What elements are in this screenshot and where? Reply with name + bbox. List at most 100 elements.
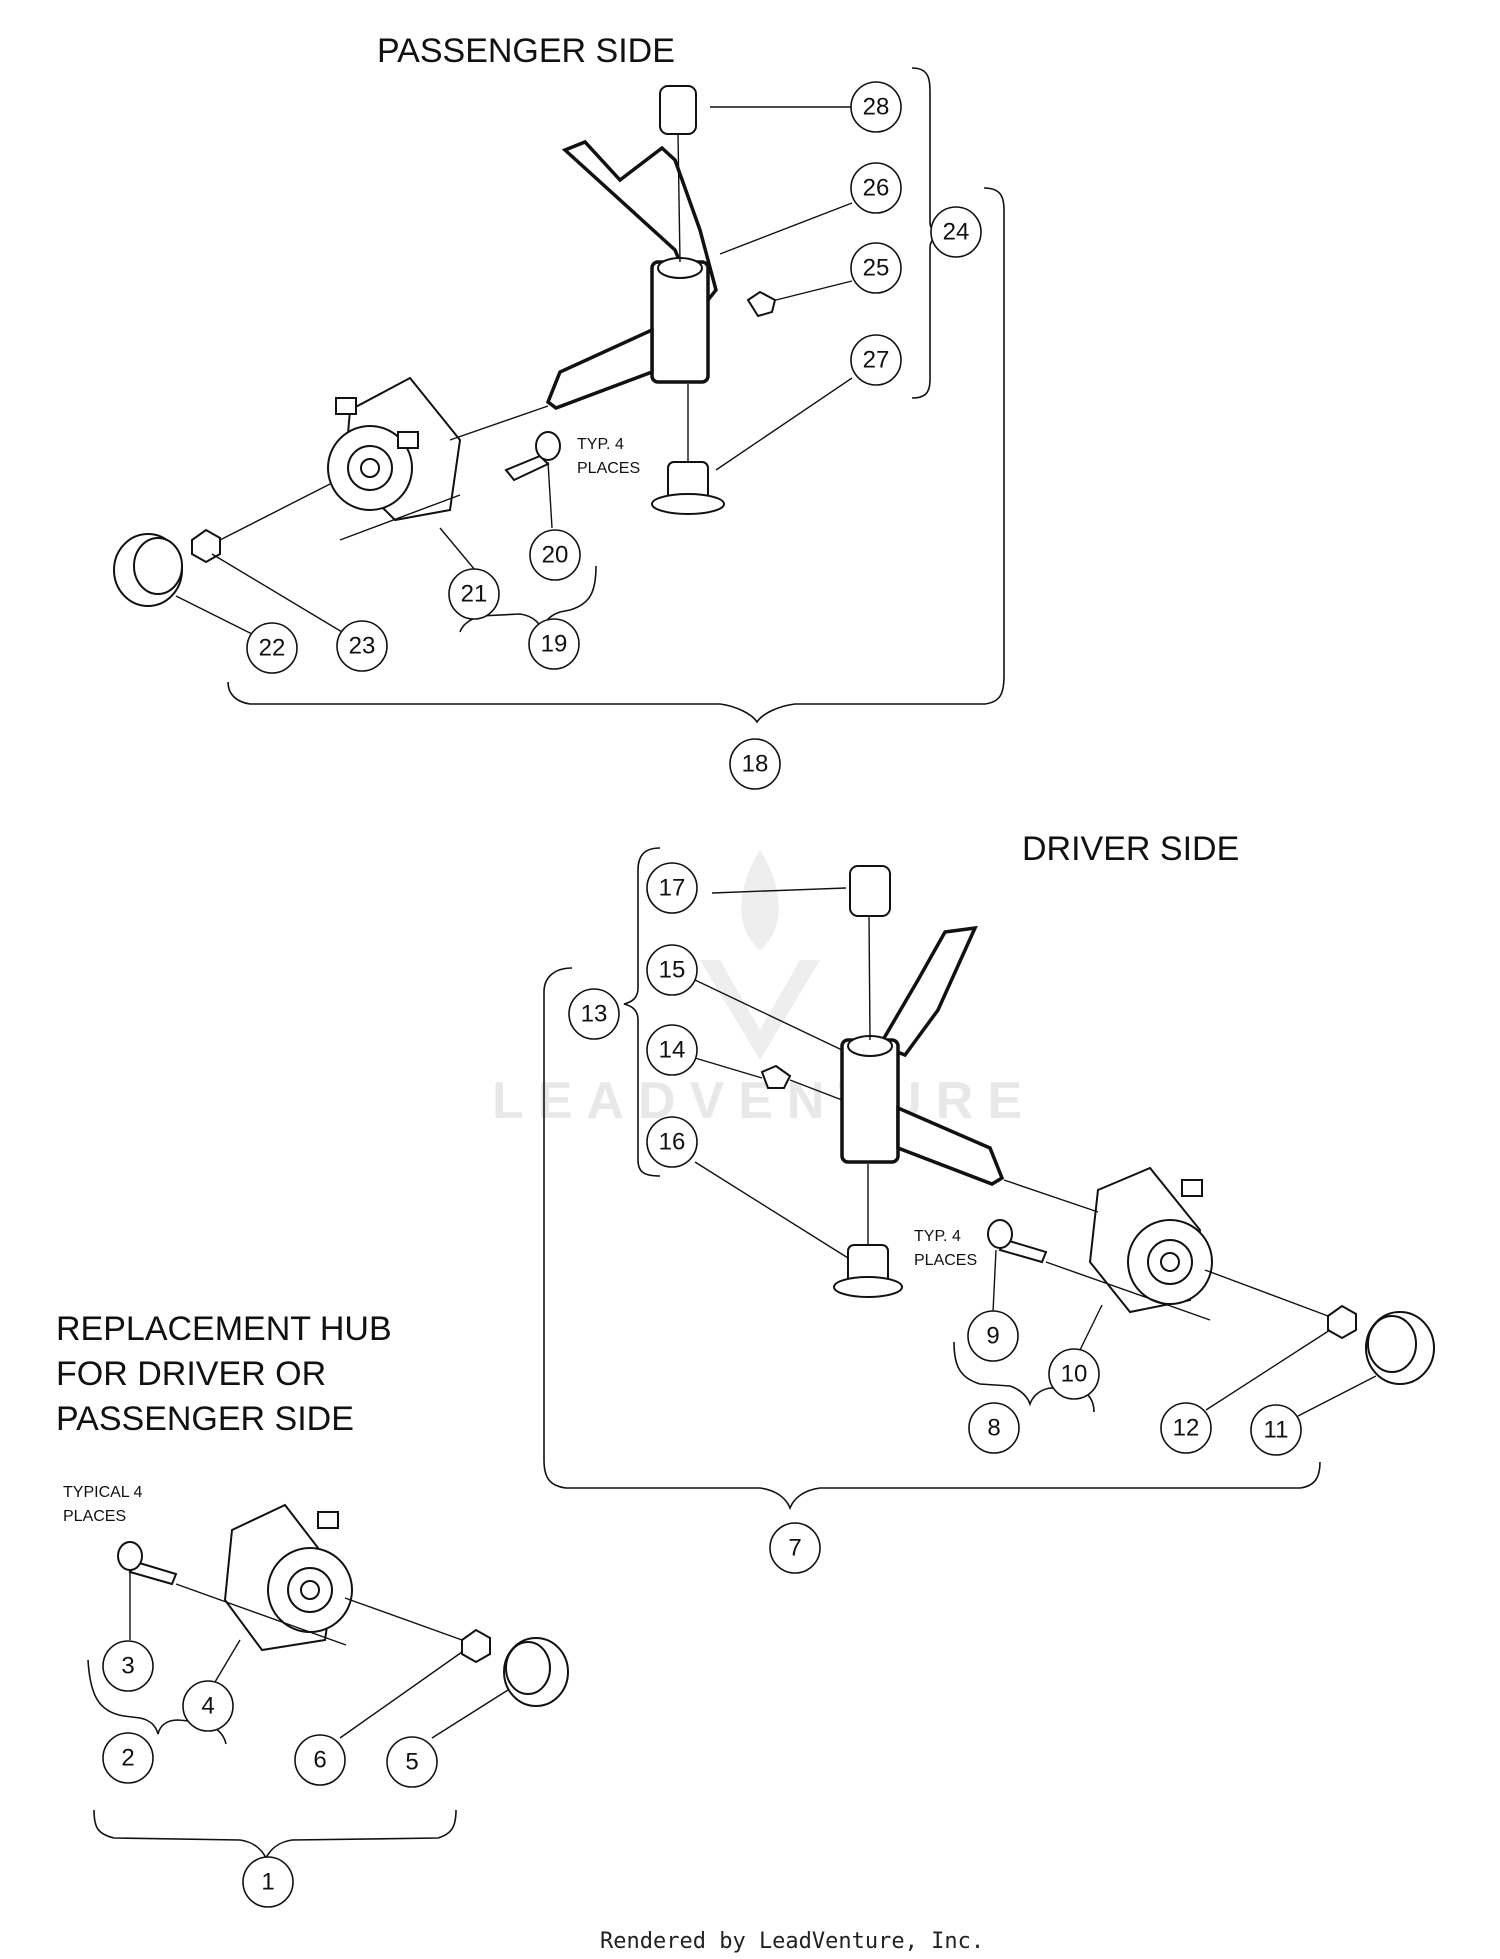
callout-5-label: 5 xyxy=(405,1749,418,1776)
spindle-body-15 xyxy=(840,1038,900,1164)
callout-24-label: 24 xyxy=(943,219,970,246)
axis-line xyxy=(789,1079,843,1101)
callout-6-label: 6 xyxy=(313,1747,326,1774)
callout-4-label: 4 xyxy=(201,1693,214,1720)
callout-13[interactable]: 13 xyxy=(568,988,620,1040)
callout-9-label: 9 xyxy=(986,1323,999,1350)
callout-5[interactable]: 5 xyxy=(386,1736,438,1788)
callout-18[interactable]: 18 xyxy=(729,738,781,790)
callout-21[interactable]: 21 xyxy=(448,568,500,620)
callout-2-label: 2 xyxy=(121,1745,134,1772)
dust-cap-inner xyxy=(505,1641,551,1695)
hub-center xyxy=(300,1580,320,1600)
callout-23-label: 23 xyxy=(349,633,376,660)
callout-15[interactable]: 15 xyxy=(646,944,698,996)
callout-3-label: 3 xyxy=(121,1653,134,1680)
leader-14 xyxy=(694,1057,763,1079)
callout-9[interactable]: 9 xyxy=(967,1310,1019,1362)
callout-16[interactable]: 16 xyxy=(646,1116,698,1168)
callout-12[interactable]: 12 xyxy=(1160,1402,1212,1454)
axis-line xyxy=(344,1597,463,1641)
hub-center xyxy=(1160,1252,1180,1272)
leader-lines xyxy=(129,106,1377,1739)
bolt-head-9 xyxy=(987,1219,1013,1249)
footer-credit: Rendered by LeadVenture, Inc. xyxy=(600,1929,984,1954)
callout-23[interactable]: 23 xyxy=(336,620,388,672)
axis-line xyxy=(868,915,871,1041)
callout-24[interactable]: 24 xyxy=(930,206,982,258)
callout-26[interactable]: 26 xyxy=(850,162,902,214)
hub-stud xyxy=(335,397,357,415)
leader-12 xyxy=(1205,1329,1331,1411)
watermark: LEADVENTURE xyxy=(492,850,1036,1130)
axis-line xyxy=(339,494,461,541)
callout-7-label: 7 xyxy=(788,1535,801,1562)
callout-19-label: 19 xyxy=(541,631,568,658)
passenger-assembly xyxy=(113,85,777,607)
watermark-flame-icon xyxy=(741,850,779,950)
typ4-note-passenger-line2: PLACES xyxy=(577,460,640,477)
callout-19[interactable]: 19 xyxy=(528,618,580,670)
leader-9 xyxy=(992,1249,997,1313)
callout-1[interactable]: 1 xyxy=(242,1856,294,1908)
nut-23 xyxy=(191,528,221,564)
typ4-note-driver-line1: TYP. 4 xyxy=(914,1228,961,1245)
axis-line xyxy=(449,405,549,441)
typ4-note-driver-line2: PLACES xyxy=(914,1252,977,1269)
callout-14-label: 14 xyxy=(659,1037,686,1064)
dust-cap-inner xyxy=(1367,1315,1417,1373)
watermark-text: LEADVENTURE xyxy=(492,1072,1036,1130)
callout-12-label: 12 xyxy=(1173,1415,1200,1442)
callout-20[interactable]: 20 xyxy=(529,529,581,581)
callout-11[interactable]: 11 xyxy=(1250,1404,1302,1456)
axis-line xyxy=(175,1583,347,1646)
callout-26-label: 26 xyxy=(863,175,890,202)
leader-10 xyxy=(1079,1304,1103,1351)
callout-6[interactable]: 6 xyxy=(294,1734,346,1786)
callout-8-label: 8 xyxy=(987,1415,1000,1442)
upper-bushing-17 xyxy=(849,865,891,917)
grease-fitting-25 xyxy=(746,290,777,318)
callout-17[interactable]: 17 xyxy=(646,862,698,914)
spindle-shaft xyxy=(896,1105,1005,1186)
typical4-note-line1: TYPICAL 4 xyxy=(63,1484,143,1501)
callout-4[interactable]: 4 xyxy=(182,1680,234,1732)
driver-assembly xyxy=(760,865,1435,1385)
callout-22[interactable]: 22 xyxy=(246,622,298,674)
leader-4 xyxy=(214,1639,241,1683)
callout-3[interactable]: 3 xyxy=(102,1640,154,1692)
callout-8[interactable]: 8 xyxy=(968,1402,1020,1454)
hub-stud xyxy=(1181,1179,1203,1197)
typ4-note-passenger-line1: TYP. 4 xyxy=(577,436,624,453)
replacement-title-line2: FOR DRIVER OR xyxy=(56,1355,326,1393)
callout-13-label: 13 xyxy=(581,1001,608,1028)
callout-7[interactable]: 7 xyxy=(769,1522,821,1574)
callout-22-label: 22 xyxy=(259,635,286,662)
callout-16-label: 16 xyxy=(659,1129,686,1156)
callout-2[interactable]: 2 xyxy=(102,1732,154,1784)
axis-line xyxy=(219,483,331,541)
callout-21-label: 21 xyxy=(461,581,488,608)
callout-28[interactable]: 28 xyxy=(850,81,902,133)
leader-5 xyxy=(431,1689,509,1739)
callout-25[interactable]: 25 xyxy=(850,242,902,294)
leader-17 xyxy=(711,887,847,894)
leader-23 xyxy=(211,553,343,633)
callout-20-label: 20 xyxy=(542,542,569,569)
hub-stud xyxy=(397,431,419,449)
spindle-body-26 xyxy=(650,260,710,384)
callout-10-label: 10 xyxy=(1061,1361,1088,1388)
callout-27[interactable]: 27 xyxy=(850,334,902,386)
callout-25-label: 25 xyxy=(863,255,890,282)
leader-22 xyxy=(175,595,253,635)
callout-10[interactable]: 10 xyxy=(1048,1348,1100,1400)
grease-fitting-14 xyxy=(760,1064,792,1089)
bolt-head-20 xyxy=(535,431,561,461)
leader-27 xyxy=(715,377,853,471)
bolt-20 xyxy=(504,454,550,482)
leader-16 xyxy=(694,1161,849,1259)
callout-14[interactable]: 14 xyxy=(646,1024,698,1076)
leader-21 xyxy=(439,527,476,571)
callout-15-label: 15 xyxy=(659,957,686,984)
